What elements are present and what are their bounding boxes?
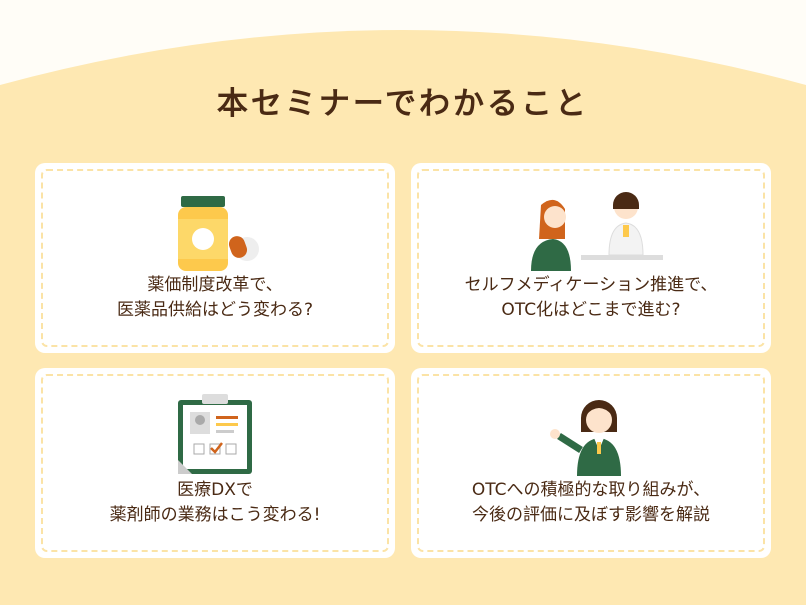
card-text-line: 薬剤師の業務はこう変わる! — [109, 505, 321, 525]
card-otc-evaluation: OTCへの積極的な取り組みが、今後の評価に及ぼす影響を解説 — [411, 368, 771, 558]
card-medical-dx: 医療DXで薬剤師の業務はこう変わる! — [35, 368, 395, 558]
card-self-medication: セルフメディケーション推進で、 OTC化はどこまで進む? — [411, 163, 771, 353]
card-drug-pricing: 薬価制度改革で、医薬品供給はどう変わる? — [35, 163, 395, 353]
page-title: 本セミナーでわかること — [216, 86, 590, 122]
medicine-bottle-icon — [178, 196, 259, 271]
pharmacist-consultation-icon — [531, 192, 663, 271]
card-text-line: セルフメディケーション推進で、 — [464, 275, 718, 295]
presenter-woman-icon — [550, 400, 621, 476]
card-text-line: 今後の評価に及ぼす影響を解説 — [472, 505, 710, 525]
card-text-line: OTC化はどこまで進む? — [501, 300, 681, 320]
clipboard-icon — [178, 394, 252, 474]
card-text-line: 医療DXで — [177, 480, 253, 500]
card-text-line: OTCへの積極的な取り組みが、 — [471, 480, 711, 500]
card-text-line: 薬価制度改革で、 — [147, 275, 283, 295]
card-text-line: 医薬品供給はどう変わる? — [116, 300, 314, 320]
